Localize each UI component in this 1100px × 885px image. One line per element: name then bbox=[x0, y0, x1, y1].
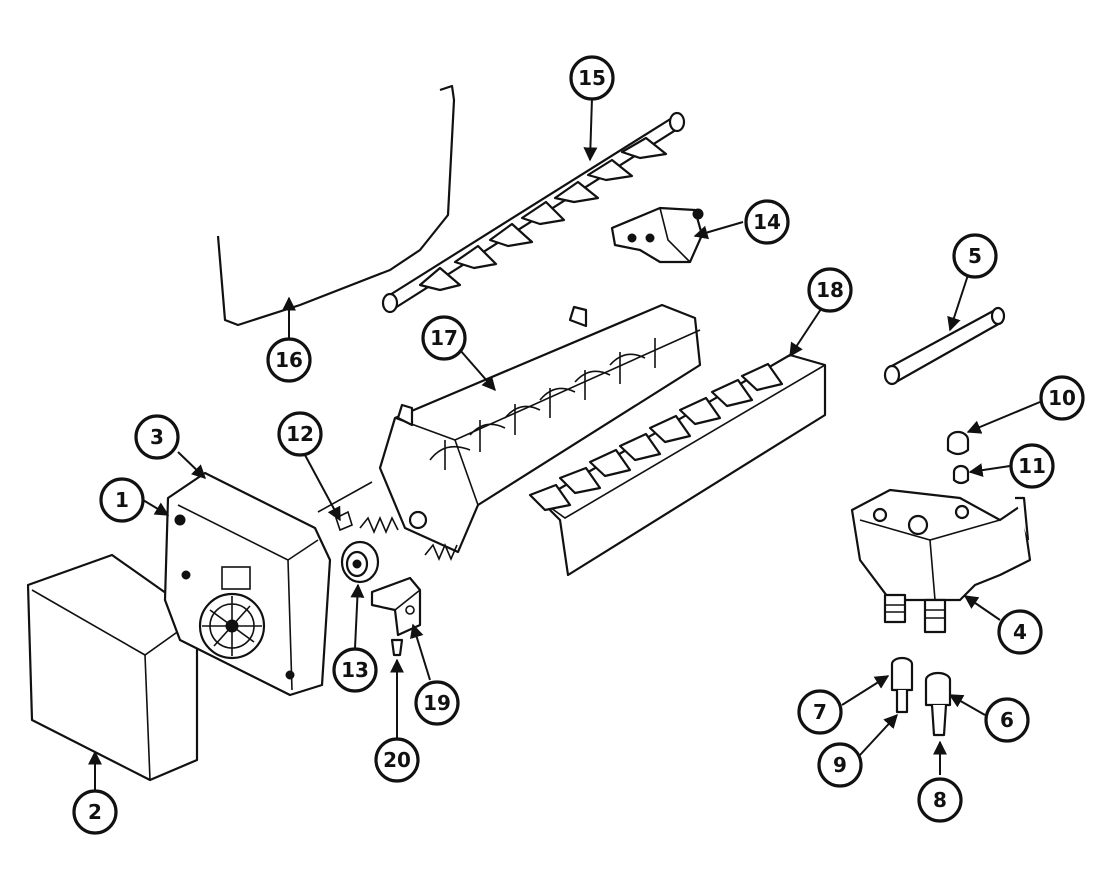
callout-12-label: 12 bbox=[286, 422, 314, 446]
callout-5: 5 bbox=[952, 233, 998, 279]
callout-10-label: 10 bbox=[1048, 386, 1076, 410]
leader-lines bbox=[88, 97, 1041, 790]
shutoff-arm-part bbox=[216, 84, 456, 327]
callout-7: 7 bbox=[797, 689, 843, 735]
callout-15: 15 bbox=[569, 55, 615, 101]
callout-6: 6 bbox=[984, 697, 1030, 743]
spring-part bbox=[317, 481, 458, 562]
water-valve-part bbox=[850, 488, 1032, 634]
callout-13: 13 bbox=[332, 647, 378, 693]
motor-housing-part bbox=[163, 471, 332, 697]
callout-20-label: 20 bbox=[383, 748, 411, 772]
thermostat-part bbox=[340, 540, 380, 584]
callout-1-label: 1 bbox=[115, 488, 129, 512]
ejector-part bbox=[381, 111, 686, 314]
callout-20: 20 bbox=[374, 737, 420, 783]
callout-11: 11 bbox=[1009, 443, 1055, 489]
bracket-part bbox=[370, 576, 422, 657]
callout-16-label: 16 bbox=[275, 348, 303, 372]
callout-10: 10 bbox=[1039, 375, 1085, 421]
callout-16: 16 bbox=[266, 337, 312, 383]
callout-2-label: 2 bbox=[88, 800, 102, 824]
callout-6-label: 6 bbox=[1000, 708, 1014, 732]
callout-18: 18 bbox=[807, 267, 853, 313]
callout-5-label: 5 bbox=[968, 244, 982, 268]
fitting-parts bbox=[946, 430, 970, 485]
callout-2: 2 bbox=[72, 789, 118, 835]
adapter-parts bbox=[890, 656, 952, 737]
callout-4-label: 4 bbox=[1013, 620, 1027, 644]
cover-part bbox=[26, 553, 199, 782]
callout-11-label: 11 bbox=[1018, 454, 1046, 478]
fill-tube-part bbox=[883, 306, 1006, 386]
callout-9-label: 9 bbox=[833, 753, 847, 777]
callout-3-label: 3 bbox=[150, 425, 164, 449]
callout-9: 9 bbox=[817, 742, 863, 788]
callout-18-label: 18 bbox=[816, 278, 844, 302]
callout-13-label: 13 bbox=[341, 658, 369, 682]
callout-17: 17 bbox=[421, 315, 467, 361]
lever-bracket-part bbox=[610, 206, 704, 264]
callout-7-label: 7 bbox=[813, 700, 827, 724]
callout-19: 19 bbox=[414, 680, 460, 726]
callout-3: 3 bbox=[134, 414, 180, 460]
callout-15-label: 15 bbox=[578, 66, 606, 90]
callout-19-label: 19 bbox=[423, 691, 451, 715]
callout-12: 12 bbox=[277, 411, 323, 457]
callout-17-label: 17 bbox=[430, 326, 458, 350]
callout-8-label: 8 bbox=[933, 788, 947, 812]
callout-14: 14 bbox=[744, 199, 790, 245]
callout-14-label: 14 bbox=[753, 210, 781, 234]
callout-1: 1 bbox=[99, 477, 145, 523]
callout-8: 8 bbox=[917, 777, 963, 823]
callout-4: 4 bbox=[997, 609, 1043, 655]
